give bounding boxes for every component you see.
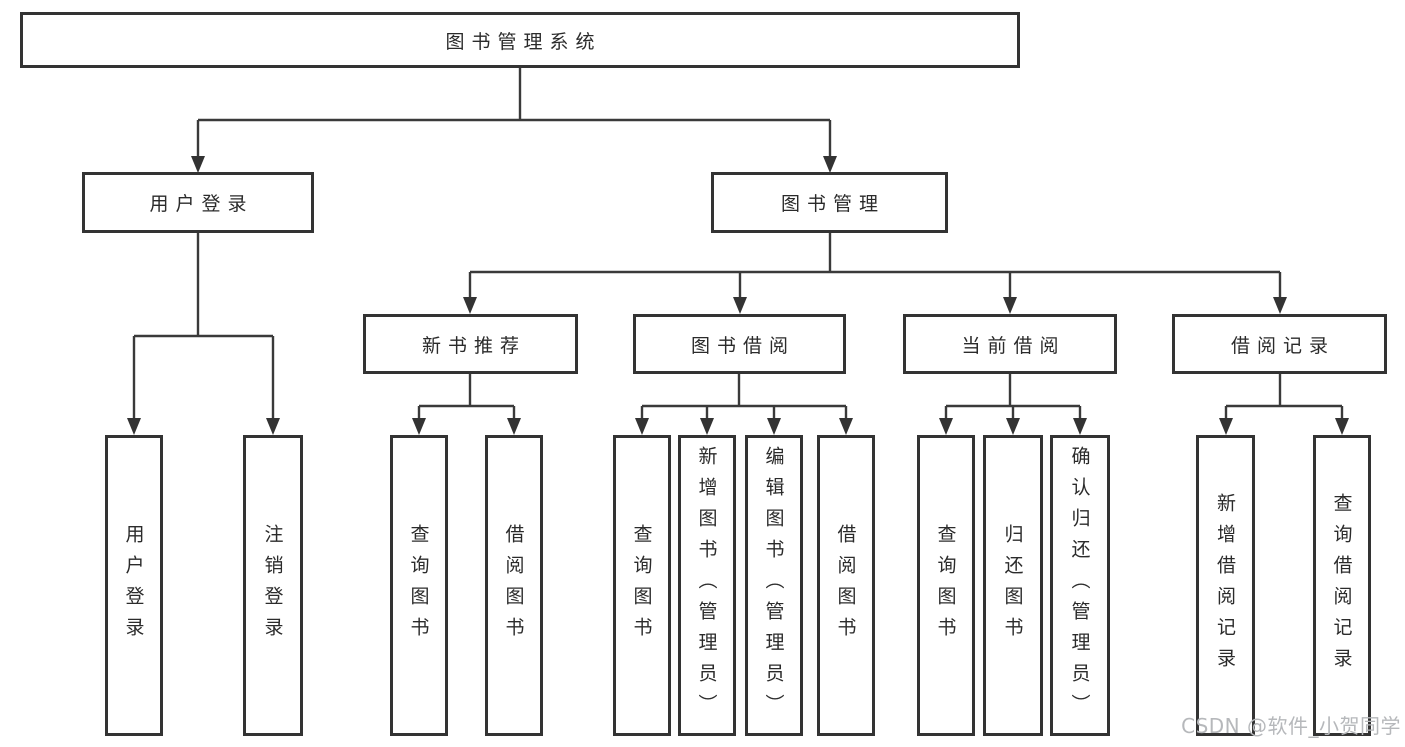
node-borrowing-records: 借阅记录 <box>1172 314 1387 374</box>
leaf-query-borrow-record: 查询借阅记录 <box>1313 435 1371 736</box>
node-book-borrowing: 图书借阅 <box>633 314 846 374</box>
node-current-borrowing: 当前借阅 <box>903 314 1117 374</box>
leaf-borrow-books-recommend: 借阅图书 <box>485 435 543 736</box>
leaf-query-books-recommend: 查询图书 <box>390 435 448 736</box>
connector-book-management <box>463 232 1287 314</box>
connector-current-borrow <box>939 373 1087 435</box>
connector-new-book <box>412 373 521 435</box>
connector-borrow-record <box>1219 373 1349 435</box>
node-new-book-recommend: 新书推荐 <box>363 314 578 374</box>
connector-book-borrow <box>635 373 853 435</box>
csdn-watermark: CSDN @软件_小贺同学 <box>1181 714 1401 738</box>
leaf-add-books-admin: 新增图书（管理员） <box>678 435 736 736</box>
leaf-edit-books-admin: 编辑图书（管理员） <box>745 435 803 736</box>
node-root: 图书管理系统 <box>20 12 1020 68</box>
leaf-query-books-current: 查询图书 <box>917 435 975 736</box>
connector-user-login <box>127 232 280 435</box>
node-book-management: 图书管理 <box>711 172 948 233</box>
leaf-logout: 注销登录 <box>243 435 303 736</box>
node-user-login: 用户登录 <box>82 172 314 233</box>
leaf-query-books-borrow: 查询图书 <box>613 435 671 736</box>
connector-root <box>191 67 837 173</box>
leaf-confirm-return-admin: 确认归还（管理员） <box>1050 435 1110 736</box>
leaf-user-login: 用户登录 <box>105 435 163 736</box>
leaf-add-borrow-record: 新增借阅记录 <box>1196 435 1255 736</box>
leaf-return-books: 归还图书 <box>983 435 1043 736</box>
leaf-borrow-books: 借阅图书 <box>817 435 875 736</box>
